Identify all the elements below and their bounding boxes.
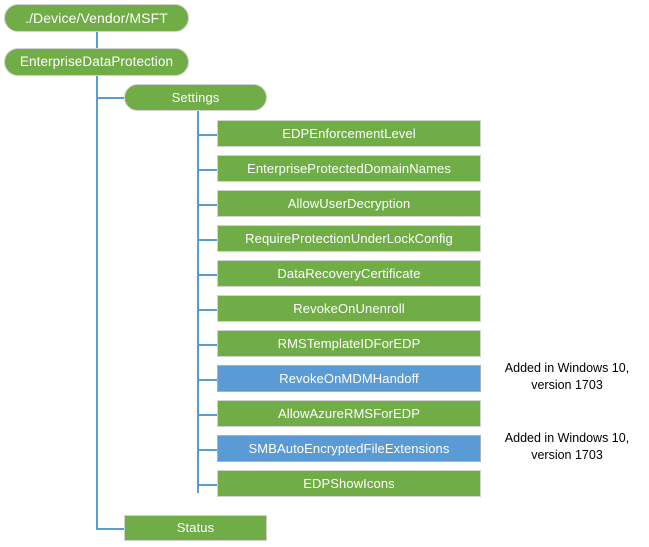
connector-settings-child-9 — [197, 449, 217, 451]
node-setting-edpshowicons[interactable]: EDPShowIcons — [217, 470, 481, 497]
connector-settings-child-4 — [197, 274, 217, 276]
annotation-revokeonmdmhandoff: Added in Windows 10, version 1703 — [504, 361, 630, 392]
node-root[interactable]: ./Device/Vendor/MSFT — [4, 4, 189, 32]
connector-settings-child-1 — [197, 169, 217, 171]
node-setting-rmstemplateidforedp[interactable]: RMSTemplateIDForEDP — [217, 330, 481, 357]
node-settings[interactable]: Settings — [124, 84, 267, 111]
connector-root-to-level1 — [96, 32, 98, 50]
node-setting-datarecoverycertificate[interactable]: DataRecoveryCertificate — [217, 260, 481, 287]
node-setting-allowazurermsforedp[interactable]: AllowAzureRMSForEDP — [217, 400, 481, 427]
connector-settings-child-6 — [197, 344, 217, 346]
node-setting-enterpriseprotecteddomainnames[interactable]: EnterpriseProtectedDomainNames — [217, 155, 481, 182]
connector-settings-child-5 — [197, 309, 217, 311]
connector-settings-child-10 — [197, 484, 217, 486]
connector-settings-child-7 — [197, 379, 217, 381]
connector-settings-child-0 — [197, 134, 217, 136]
node-enterprisedataprotection[interactable]: EnterpriseDataProtection — [4, 48, 189, 76]
node-setting-revokeonmdmhandoff[interactable]: RevokeOnMDMHandoff — [217, 365, 481, 392]
node-status[interactable]: Status — [124, 515, 267, 541]
connector-settings-trunk — [197, 111, 199, 493]
connector-settings-child-3 — [197, 239, 217, 241]
node-setting-allowuserdecryption[interactable]: AllowUserDecryption — [217, 190, 481, 217]
annotation-smbautoencryptedfileextensions: Added in Windows 10, version 1703 — [504, 431, 630, 462]
node-setting-revokeonunenroll[interactable]: RevokeOnUnenroll — [217, 295, 481, 322]
node-setting-edpenforcementlevel[interactable]: EDPEnforcementLevel — [217, 120, 481, 147]
connector-level1-trunk — [96, 76, 98, 528]
connector-settings-child-2 — [197, 204, 217, 206]
connector-trunk-to-status — [96, 528, 124, 530]
node-setting-requireprotectionunderlockconfig[interactable]: RequireProtectionUnderLockConfig — [217, 225, 481, 252]
node-setting-smbautoencryptedfileextensions[interactable]: SMBAutoEncryptedFileExtensions — [217, 435, 481, 462]
connector-trunk-to-settings — [96, 97, 124, 99]
connector-settings-child-8 — [197, 414, 217, 416]
